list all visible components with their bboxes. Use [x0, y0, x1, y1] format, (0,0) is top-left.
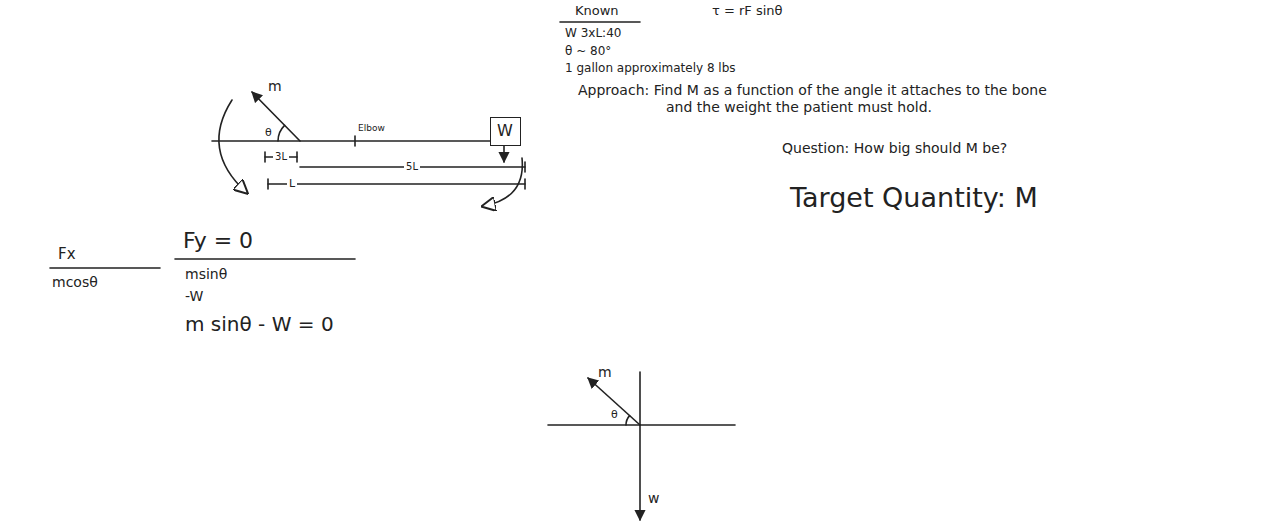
equation-label: τ = rF sinθ — [712, 3, 783, 19]
box-text: W — [497, 121, 514, 140]
force-label: m — [598, 364, 612, 381]
dimension-tick — [524, 162, 526, 172]
dimension-tick — [524, 179, 526, 189]
dimension-label: 5L — [404, 161, 420, 173]
heading-label: Fy = 0 — [183, 228, 253, 254]
axis-line — [548, 424, 735, 426]
underline — [175, 258, 355, 260]
weight-box: W — [490, 117, 521, 146]
equation-label: msinθ — [185, 266, 227, 283]
underline — [560, 21, 640, 23]
rotation-arrow — [219, 100, 246, 192]
muscle-force-arrow — [588, 378, 640, 425]
dimension-tick — [296, 152, 298, 162]
dimension-label: 3L — [273, 151, 289, 163]
equation-label: m sinθ - W = 0 — [185, 312, 334, 336]
rotation-arrow — [484, 158, 522, 206]
angle-arc — [626, 416, 630, 425]
note-label: W 3xL:40 — [565, 26, 621, 40]
approach-note: Approach: Find M as a function of the an… — [578, 82, 1048, 116]
axis-line — [639, 372, 641, 425]
weight-arrow — [639, 425, 641, 520]
heading-label: Fx — [58, 245, 76, 263]
dimension-line — [268, 183, 525, 185]
muscle-force-arrow — [252, 92, 300, 141]
dimension-tick — [267, 179, 269, 189]
angle-label: θ — [611, 408, 618, 421]
note-label: 1 gallon approximately 8 lbs — [565, 61, 736, 75]
angle-arc — [278, 125, 285, 141]
angle-label: θ — [265, 126, 272, 139]
equation-label: -W — [185, 288, 203, 305]
question-note: Question: How big should M be? — [782, 140, 1007, 157]
elbow-tick — [354, 136, 356, 146]
dimension-tick — [264, 152, 266, 162]
force-label: w — [648, 490, 659, 507]
note-label: θ ~ 80° — [565, 44, 611, 58]
dimension-label: L — [287, 177, 297, 190]
underline — [50, 267, 160, 269]
heading-label: Known — [575, 3, 619, 19]
weight-arrow — [503, 146, 505, 162]
equation-label: mcosθ — [52, 274, 98, 291]
forearm-line — [212, 140, 520, 142]
force-label: m — [268, 78, 282, 95]
target-label: Target Quantity: M — [790, 182, 1038, 214]
joint-label: Elbow — [358, 123, 385, 134]
